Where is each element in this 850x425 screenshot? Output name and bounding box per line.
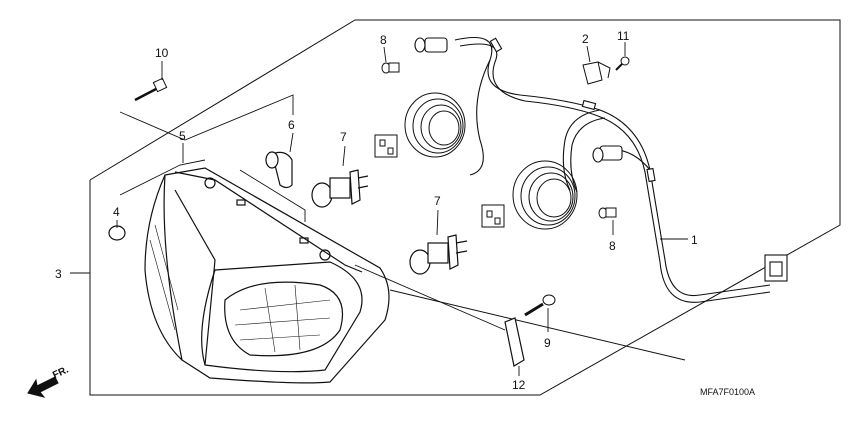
assembly-boundary [89,19,841,396]
bulb-base [329,177,351,199]
screw-shank [134,86,159,102]
headlight-side-face [163,174,183,361]
cover-ring [520,166,576,226]
callout-7-upper: 7 [340,130,347,144]
headlight-outer-shell [144,167,390,384]
harness-band [581,99,597,111]
bolt-shank [615,63,623,71]
callout-11: 11 [617,29,630,43]
part-6-socket [265,151,293,189]
bolt-head [620,56,630,66]
callout-4: 4 [113,205,120,219]
bulb-flange [349,169,361,205]
harness-connector-body [769,261,783,277]
front-direction-arrow-icon [27,376,59,398]
part-8-bulb-lower [598,207,617,219]
cover-ring [420,104,462,150]
headlight-reflector [224,281,344,357]
callout-5: 5 [179,129,186,143]
callout-9: 9 [544,336,551,350]
socket-cap [265,151,279,169]
headlight-upper-frame [174,171,363,273]
lens-rib [294,284,301,351]
cover-connector [374,134,398,158]
headlight-unit [144,167,390,384]
cover-connector-pin [486,210,493,218]
harness-wire [454,36,771,297]
bulb-glass [311,182,333,208]
screw-head [152,77,168,93]
callout-12: 12 [512,378,526,392]
cover-connector-pin [387,147,394,155]
part-10-screw [134,77,168,102]
bulb-base [427,242,449,264]
bulb-flange [447,234,459,270]
bulb-terminal [455,250,468,254]
small-bulb-base [388,62,400,73]
harness-socket-cap [414,37,426,53]
bulb-glass [409,249,431,275]
cover-ring [512,160,578,230]
leader-lines [70,42,688,376]
part-4-nut [108,225,126,241]
cover-ring [428,110,460,146]
part-9-bolt [524,294,556,317]
part-11-bolt [615,56,630,71]
headlight-left-facet [174,189,216,366]
mounting-tab [319,249,331,261]
part-7-bulb-upper [311,169,369,208]
bolt-head [542,294,556,306]
part-1-wire-harness [414,36,788,303]
mounting-clip [236,199,246,206]
callout-2: 2 [582,32,589,46]
cover-ring [528,172,574,222]
callout-3: 3 [55,267,62,281]
side-stripe [149,239,176,331]
bolt-shank [524,302,544,317]
callout-8-upper: 8 [380,33,387,47]
mounting-clip [299,237,309,244]
headlight-inner-lens [201,261,363,373]
bulb-terminal [357,175,369,179]
callout-7-lower: 7 [434,194,441,208]
lens-rib [264,287,276,353]
part-2-clamp [582,61,611,85]
harness-wire [459,43,771,303]
cover-connector-pin [379,139,386,147]
callout-8-lower: 8 [609,239,616,253]
mounting-tab [204,177,216,189]
harness-socket-cap [592,147,604,163]
harness-wire [562,109,601,191]
harness-wire [570,117,606,193]
harness-band [646,167,656,183]
lens-rib [239,334,321,341]
cover-connector [481,204,505,228]
harness-socket [424,37,448,53]
bulb-terminal [357,185,369,189]
dust-cover-upper [374,92,466,158]
harness-band [489,37,503,53]
cover-ring [404,92,466,158]
part-7-bulb-lower [409,234,468,275]
side-stripe [154,224,179,311]
callout-10: 10 [155,46,169,60]
small-bulb-base [605,207,617,218]
part-8-bulb-upper [381,62,400,74]
cover-ring [536,178,572,218]
diagram-code: MFA7F0100A [700,387,755,397]
boundary-divider [389,289,686,361]
part-12-stay [504,317,525,367]
callout-1: 1 [691,233,698,247]
cover-connector-pin [494,217,501,225]
lens-rib [234,317,331,326]
dust-cover-lower [481,160,578,230]
callout-6: 6 [288,118,295,132]
harness-wire [469,59,491,176]
lens-rib [239,299,331,311]
direction-label: FR. [51,364,70,381]
cover-ring [412,98,464,154]
bulb-terminal [455,240,468,244]
